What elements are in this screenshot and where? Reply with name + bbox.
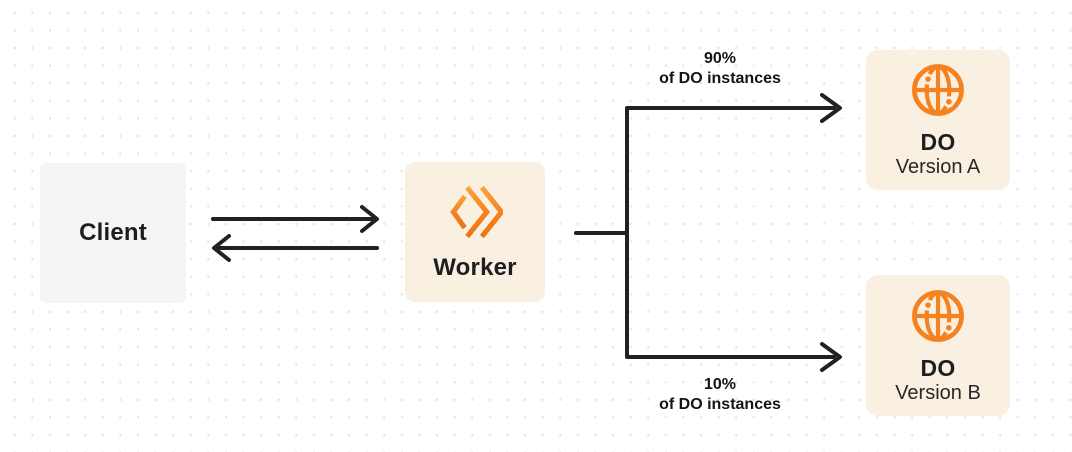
do-version-b-node: DO Version B [866,275,1010,416]
client-node: Client [40,163,186,303]
worker-node: Worker [405,162,545,302]
top-branch-caption: of DO instances [659,70,781,87]
do-a-title: DO [920,129,956,155]
do-version-a-node: DO Version A [866,50,1010,190]
do-a-subtitle: Version A [895,156,981,178]
top-branch-percent: 90% [703,50,737,67]
bottom-branch-arrowhead [820,342,842,372]
top-branch-label: 90% of DO instances [620,49,820,89]
worker-label: Worker [433,253,517,281]
bottom-branch-percent: 10% [703,376,737,393]
bottom-branch-caption: of DO instances [659,396,781,413]
top-branch-arrowhead [820,93,842,123]
branch-connector [625,106,836,359]
durable-object-globe-icon [909,287,967,345]
response-arrow [212,234,379,262]
client-label: Client [79,218,147,246]
request-arrow [211,205,379,233]
durable-object-globe-icon [909,61,967,119]
bottom-branch-label: 10% of DO instances [620,375,820,415]
do-b-subtitle: Version B [895,381,981,404]
workers-chevrons-icon [448,183,505,241]
do-b-title: DO [920,354,956,381]
